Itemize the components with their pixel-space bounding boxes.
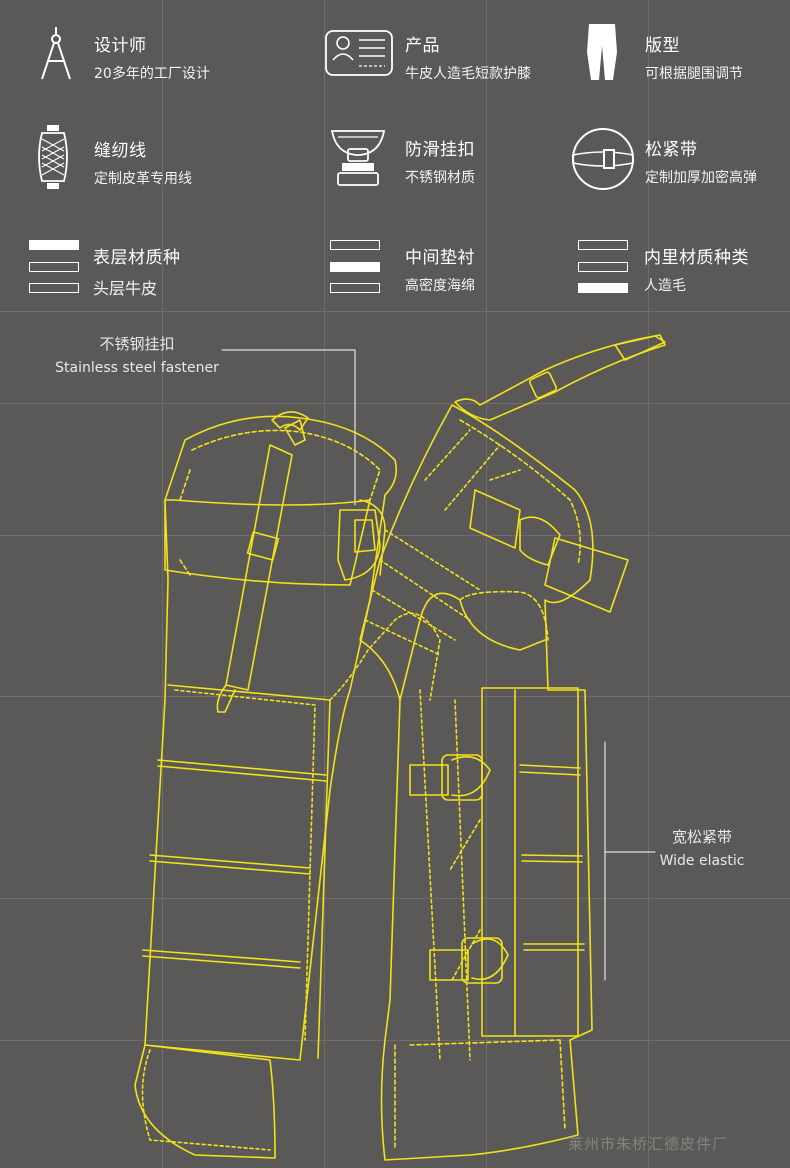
spec-desc: 可根据腿围调节	[645, 66, 743, 82]
grid-line	[0, 311, 790, 312]
grid-line	[486, 0, 487, 1168]
spec-desc: 20多年的工厂设计	[94, 66, 210, 82]
spec-desc: 高密度海绵	[405, 278, 475, 294]
spec-title: 中间垫衬	[405, 248, 475, 268]
callout-elastic-en: Wide elastic	[659, 853, 745, 869]
callout-leaders	[221, 349, 656, 981]
spec-title: 版型	[645, 36, 680, 56]
grid-line	[0, 696, 790, 697]
right-pad	[359, 404, 594, 1161]
spec-title: 产品	[405, 36, 440, 56]
wide-elastic-strap	[409, 687, 585, 1037]
callout-fastener-en: Stainless steel fastener	[55, 360, 219, 376]
spec-title: 设计师	[94, 36, 147, 56]
spec-title: 表层材质种	[93, 248, 181, 268]
product-card-icon	[325, 30, 393, 76]
left-fastener-strap	[216, 411, 386, 713]
grid-line	[0, 403, 790, 404]
grid-line	[648, 0, 649, 1168]
callout-elastic-cn: 宽松紧带	[671, 828, 732, 846]
spec-title: 防滑挂扣	[405, 140, 475, 160]
spec-desc: 定制皮革专用线	[94, 171, 192, 187]
watermark: 莱州市朱桥汇德皮件厂	[567, 1135, 728, 1153]
thread-spool-icon	[38, 125, 68, 189]
callout-elastic: 宽松紧带 Wide elastic	[656, 826, 748, 869]
strap-icon	[572, 128, 634, 190]
callout-fastener-cn: 不锈钢挂扣	[99, 335, 175, 353]
spec-desc: 人造毛	[644, 278, 686, 294]
trousers-icon	[587, 24, 617, 80]
spec-title: 缝纫线	[94, 141, 147, 161]
compass-icon	[41, 27, 71, 80]
grid-line	[0, 1040, 790, 1041]
left-pad	[134, 415, 441, 1159]
spec-desc: 牛皮人造毛短款护膝	[405, 66, 531, 82]
spec-desc: 定制加厚加密高弹	[645, 170, 757, 186]
callout-fastener: 不锈钢挂扣 Stainless steel fastener	[54, 333, 220, 376]
grid-line	[162, 0, 163, 1168]
grid-line	[0, 898, 790, 899]
buckle-icon	[330, 130, 386, 186]
spec-desc: 不锈钢材质	[405, 170, 475, 186]
spec-title: 内里材质种类	[644, 248, 749, 268]
upper-strap	[454, 334, 666, 613]
spec-desc: 头层牛皮	[93, 279, 158, 298]
spec-title: 松紧带	[645, 140, 698, 160]
grid-line	[0, 535, 790, 536]
